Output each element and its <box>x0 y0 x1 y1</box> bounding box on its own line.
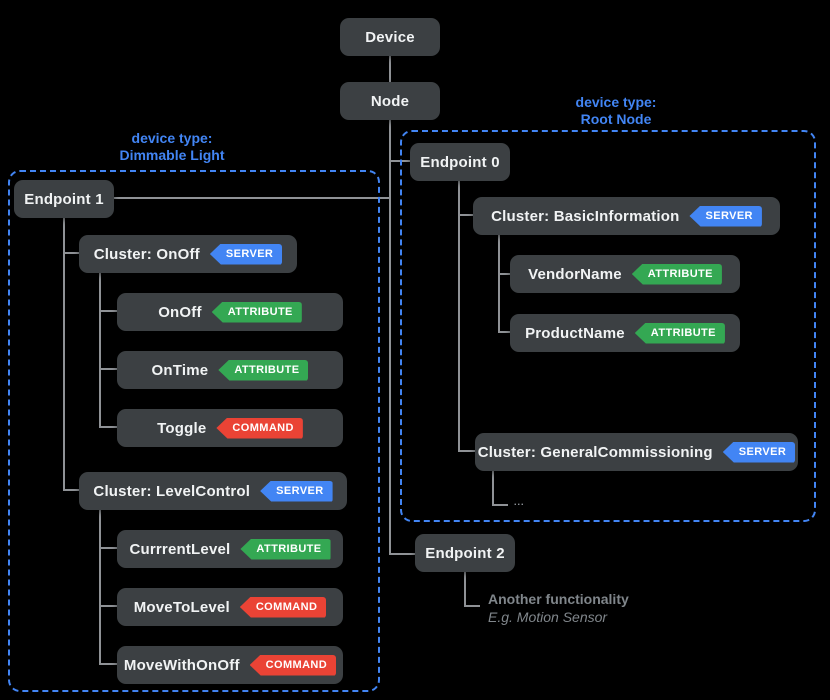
currrentlevel-label: CurrrentLevel <box>129 540 231 558</box>
endpoint-0-label: Endpoint 0 <box>420 153 500 171</box>
connector-productname-stub <box>498 331 511 333</box>
connector-endpoint0-clusters <box>458 181 460 452</box>
endpoint-2-label: Endpoint 2 <box>425 544 505 562</box>
cluster-basicinformation-box: Cluster: BasicInformation SERVER <box>473 197 780 235</box>
endpoint-1-box: Endpoint 1 <box>14 180 114 218</box>
connector-node-trunk <box>389 120 391 555</box>
server-badge: SERVER <box>722 441 796 463</box>
connector-basicinformation-children <box>498 235 500 333</box>
attribute-badge: ATTRIBUTE <box>218 359 309 381</box>
root-node-title: device type: Root Node <box>516 94 716 128</box>
connector-onoff-cluster-stub <box>63 252 80 254</box>
cluster-onoff-box: Cluster: OnOff SERVER <box>79 235 297 273</box>
connector-movewithonoff-stub <box>99 663 118 665</box>
command-badge: COMMAND <box>216 417 303 439</box>
onoff-label: OnOff <box>158 303 202 321</box>
cluster-generalcommissioning-label: Cluster: GeneralCommissioning <box>477 443 713 461</box>
connector-endpoint2-branch <box>390 553 416 555</box>
attribute-onoff-box: OnOff ATTRIBUTE <box>117 293 343 331</box>
connector-device-node <box>389 56 391 82</box>
cluster-basicinformation-label: Cluster: BasicInformation <box>491 207 680 225</box>
endpoint-2-note: Another functionality E.g. Motion Sensor <box>488 590 629 626</box>
command-badge: COMMAND <box>249 654 337 676</box>
cluster-generalcommissioning-box: Cluster: GeneralCommissioning SERVER <box>475 433 798 471</box>
connector-basicinformation-stub <box>458 214 474 216</box>
connector-movetolevel-stub <box>99 605 118 607</box>
server-badge: SERVER <box>260 480 333 502</box>
attribute-badge: ATTRIBUTE <box>631 263 722 285</box>
note-line-1: Another functionality <box>488 591 629 607</box>
connector-onoff-children <box>99 272 101 428</box>
connector-generalcommissioning-ellipsis <box>492 471 494 506</box>
command-movetolevel-box: MoveToLevel COMMAND <box>117 588 343 626</box>
node-box: Node <box>340 82 440 120</box>
dimmable-light-title: device type: Dimmable Light <box>72 130 272 164</box>
root-node-group-border <box>400 130 816 522</box>
server-badge: SERVER <box>209 243 283 265</box>
endpoint-2-box: Endpoint 2 <box>415 534 515 572</box>
device-type-name: Dimmable Light <box>119 147 225 163</box>
device-node-box: Device <box>340 18 440 56</box>
endpoint-1-label: Endpoint 1 <box>24 190 104 208</box>
device-type-label: device type: <box>575 94 657 110</box>
vendorname-label: VendorName <box>528 265 622 283</box>
attribute-ontime-box: OnTime ATTRIBUTE <box>117 351 343 389</box>
command-badge: COMMAND <box>239 596 327 618</box>
connector-note-stub <box>464 605 480 607</box>
cluster-onoff-label: Cluster: OnOff <box>93 245 200 263</box>
node-label: Node <box>370 92 410 110</box>
endpoint-0-box: Endpoint 0 <box>410 143 510 181</box>
connector-endpoint2-note <box>464 572 466 607</box>
note-line-2: E.g. Motion Sensor <box>488 609 608 625</box>
movetolevel-label: MoveToLevel <box>133 598 230 616</box>
device-type-label: device type: <box>131 130 213 146</box>
connector-ellipsis-stub <box>492 504 508 506</box>
attribute-vendorname-box: VendorName ATTRIBUTE <box>510 255 740 293</box>
connector-vendorname-stub <box>498 273 511 275</box>
movewithonoff-label: MoveWithOnOff <box>123 656 240 674</box>
ontime-label: OnTime <box>151 361 209 379</box>
dimmable-light-group-border <box>8 170 380 692</box>
attribute-currrentlevel-box: CurrrentLevel ATTRIBUTE <box>117 530 343 568</box>
ellipsis-more-content: ... <box>514 497 525 507</box>
connector-levelcontrol-children <box>99 509 101 665</box>
connector-endpoint1-branch <box>112 197 390 199</box>
command-movewithonoff-box: MoveWithOnOff COMMAND <box>117 646 343 684</box>
connector-endpoint1-clusters <box>63 217 65 491</box>
command-toggle-box: Toggle COMMAND <box>117 409 343 447</box>
connector-currrentlevel-stub <box>99 547 118 549</box>
connector-levelcontrol-stub <box>63 489 80 491</box>
device-label: Device <box>365 28 415 46</box>
productname-label: ProductName <box>525 324 625 342</box>
attribute-badge: ATTRIBUTE <box>240 538 331 560</box>
attribute-badge: ATTRIBUTE <box>211 301 302 323</box>
cluster-levelcontrol-box: Cluster: LevelControl SERVER <box>79 472 347 510</box>
connector-generalcommissioning-stub <box>458 450 476 452</box>
attribute-badge: ATTRIBUTE <box>634 322 725 344</box>
connector-toggle-stub <box>99 426 118 428</box>
device-type-name: Root Node <box>580 111 652 127</box>
cluster-levelcontrol-label: Cluster: LevelControl <box>93 482 251 500</box>
server-badge: SERVER <box>689 205 762 227</box>
toggle-label: Toggle <box>157 419 207 437</box>
attribute-productname-box: ProductName ATTRIBUTE <box>510 314 740 352</box>
connector-onoff-attr-stub <box>99 310 118 312</box>
connector-ontime-stub <box>99 368 118 370</box>
